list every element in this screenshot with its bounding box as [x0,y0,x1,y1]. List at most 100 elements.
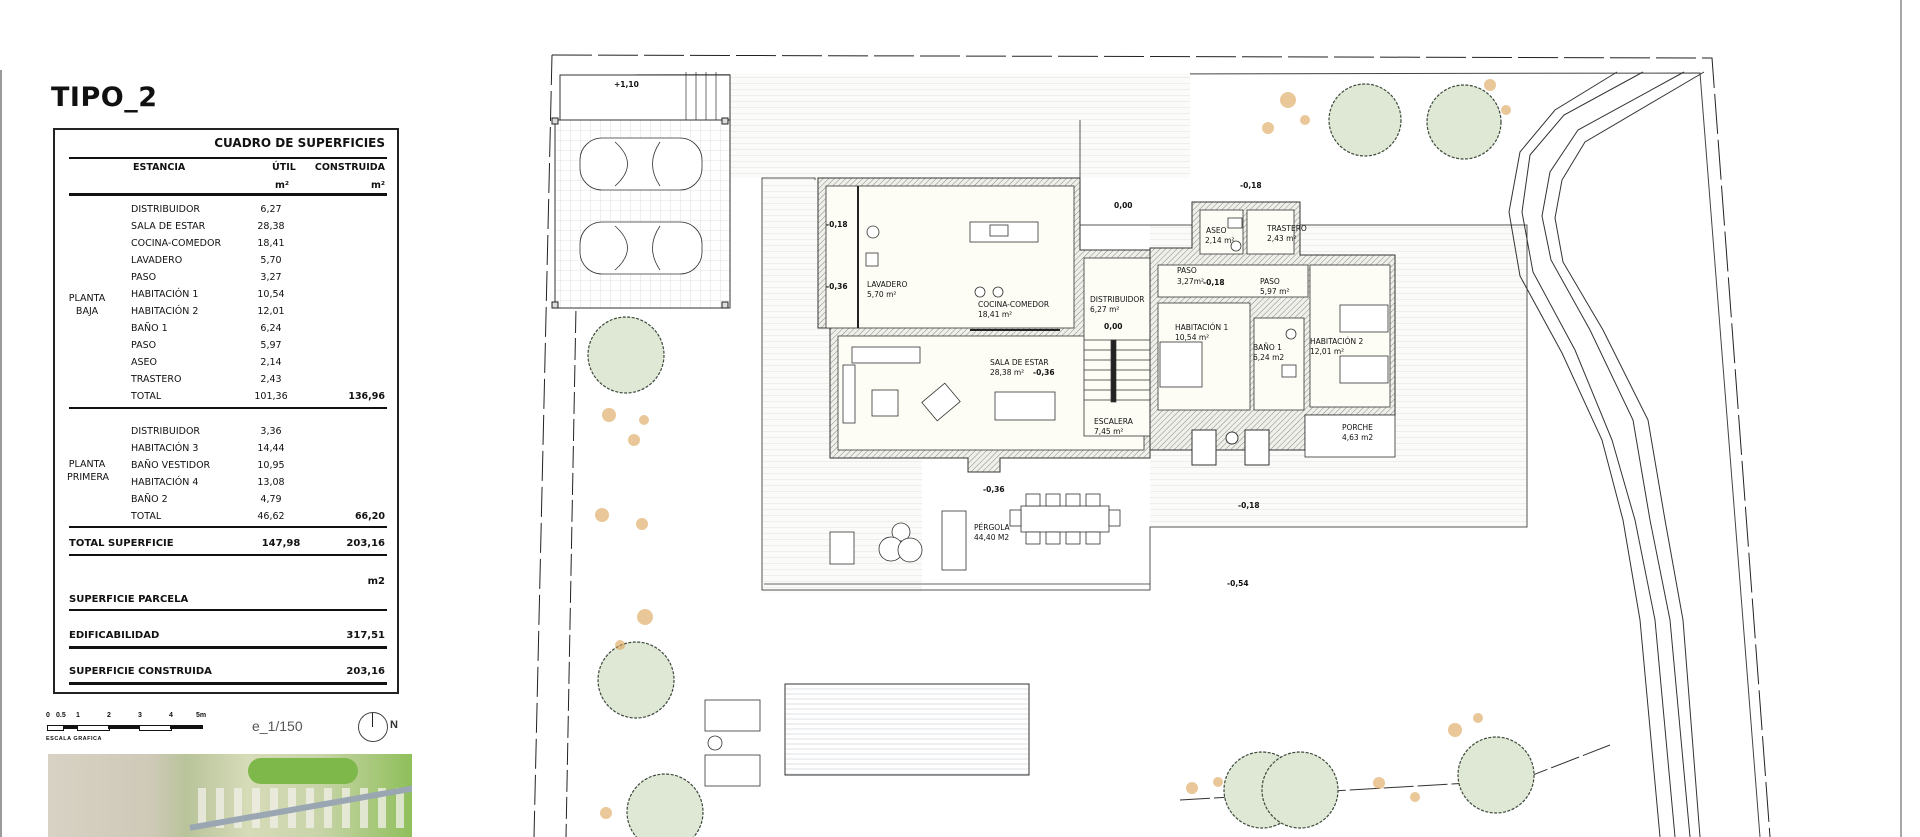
divider [69,526,387,528]
group-label-planta-baja: PLANTA BAJA [68,293,106,317]
svg-text:COCINA-COMEDOR: COCINA-COMEDOR [978,300,1049,309]
svg-text:5,70 m²: 5,70 m² [867,290,896,299]
svg-text:0,00: 0,00 [1114,201,1133,210]
car-icon [579,221,703,275]
sheet-title: TIPO_2 [51,82,158,113]
header-construida-unit: m² [370,180,385,191]
page-left-border [0,70,2,837]
svg-text:3,27m²: 3,27m² [1177,277,1204,286]
svg-text:7,45 m²: 7,45 m² [1094,427,1123,436]
scale-ratio: e_1/150 [252,718,303,734]
sun-loungers [704,699,761,787]
svg-text:PÉRGOLA: PÉRGOLA [974,523,1011,532]
svg-text:HABITACIÓN 1: HABITACIÓN 1 [1175,323,1228,332]
bedroom-furniture [1159,217,1389,388]
superficie-construida-row: SUPERFICIE CONSTRUIDA 203,16 [69,666,385,677]
north-label: N [390,719,398,731]
garage-carport: +1,10 [551,72,731,309]
svg-text:-0,18: -0,18 [1203,278,1225,287]
svg-text:+1,10: +1,10 [614,80,639,89]
svg-text:-0,18: -0,18 [1238,501,1260,510]
divider [69,157,387,159]
north-arrow-icon [358,712,388,742]
svg-text:HABITACIÓN 2: HABITACIÓN 2 [1310,337,1363,346]
aerial-location-map [48,754,412,837]
svg-text:PORCHE: PORCHE [1342,423,1373,432]
superficie-parcela-row: SUPERFICIE PARCELA [69,594,189,605]
svg-text:2,14 m²: 2,14 m² [1205,236,1234,245]
divider [69,193,387,196]
header-util-unit: m² [275,180,290,191]
svg-text:0,00: 0,00 [1104,322,1123,331]
divider [69,682,387,685]
graphic-scale: 0 0.5 1 2 3 4 5m ESCALA GRAFICA [46,712,207,742]
shrub-icons [595,79,1511,819]
svg-text:-0,36: -0,36 [983,485,1005,494]
swimming-pool [784,683,1030,776]
svg-text:10,54 m²: 10,54 m² [1175,333,1209,342]
group-label-planta-primera: PLANTA PRIMERA [67,459,110,483]
table-title: CUADRO DE SUPERFICIES [214,136,385,150]
svg-text:-0,18: -0,18 [826,220,848,229]
svg-text:12,01 m²: 12,01 m² [1310,347,1344,356]
svg-text:-0,36: -0,36 [1033,368,1055,377]
svg-text:DISTRIBUIDOR: DISTRIBUIDOR [1090,295,1145,304]
svg-text:PASO: PASO [1260,277,1280,286]
divider [69,646,387,649]
driveway [1179,71,1705,837]
room-labels: LAVADERO 5,70 m² COCINA-COMEDOR 18,41 m²… [867,224,1373,542]
svg-text:2,43 m²: 2,43 m² [1267,234,1296,243]
svg-text:ASEO: ASEO [1206,226,1227,235]
stair [1084,339,1150,403]
svg-text:-0,36: -0,36 [826,282,848,291]
svg-text:28,38 m²: 28,38 m² [990,368,1024,377]
divider [69,554,387,556]
divider [69,609,387,611]
svg-text:4,63 m2: 4,63 m2 [1342,433,1373,442]
svg-text:5,97 m²: 5,97 m² [1260,287,1289,296]
svg-text:-0,18: -0,18 [1240,181,1262,190]
tree-icons [587,83,1535,837]
edificabilidad-row: EDIFICABILIDAD 317,51 [69,630,385,641]
divider [69,407,387,409]
furniture [842,221,1056,424]
svg-text:-0,54: -0,54 [1227,579,1249,588]
surface-table: CUADRO DE SUPERFICIES ESTANCIA ÚTIL CONS… [53,128,399,694]
svg-text:TRASTERO: TRASTERO [1266,224,1307,233]
header-estancia: ESTANCIA [133,162,186,173]
svg-text:44,40 M2: 44,40 M2 [974,533,1009,542]
svg-text:ESCALERA: ESCALERA [1094,417,1134,426]
svg-text:BAÑO 1: BAÑO 1 [1253,343,1282,352]
svg-text:6,24 m2: 6,24 m2 [1253,353,1284,362]
page-right-border [1900,0,1902,837]
svg-text:LAVADERO: LAVADERO [867,280,908,289]
porch-loungers [1191,429,1270,466]
svg-text:6,27 m²: 6,27 m² [1090,305,1119,314]
upper-terrace [730,73,1190,178]
svg-text:PASO: PASO [1177,266,1197,275]
svg-text:SALA DE ESTAR: SALA DE ESTAR [990,358,1049,367]
header-util: ÚTIL [272,162,296,173]
total-superficie-row: TOTAL SUPERFICIE 147,98 203,16 [69,538,385,549]
svg-text:18,41 m²: 18,41 m² [978,310,1012,319]
pergola-furniture [764,493,1150,585]
